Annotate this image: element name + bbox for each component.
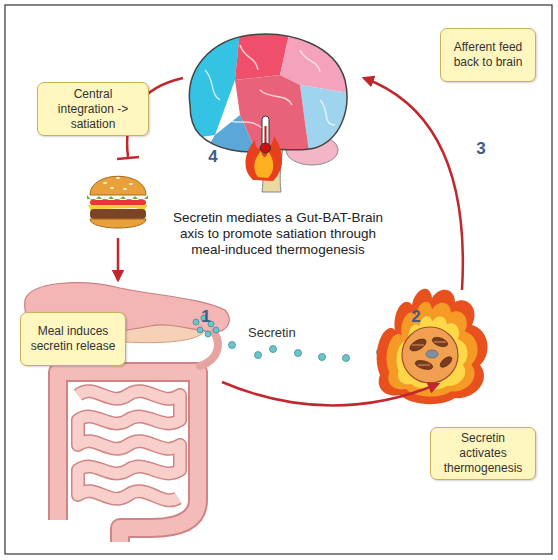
gut-illustration-part <box>200 332 218 366</box>
bat-thermogenesis-illustration-part <box>387 302 478 397</box>
secretin-molecules-part <box>343 355 350 362</box>
brain-illustration <box>180 30 360 192</box>
bat-thermogenesis-illustration-part <box>402 327 458 383</box>
callout-box: Secretin activates thermogenesis <box>430 427 536 480</box>
burger-illustration-part-part <box>110 187 114 189</box>
bat-thermogenesis-illustration-part-part <box>408 337 428 354</box>
bat-thermogenesis-illustration-part <box>408 336 454 372</box>
gut-illustration-part-part <box>205 331 211 337</box>
secretin-molecules-part <box>270 346 277 353</box>
callout-text: Central integration -> satiation <box>44 87 142 132</box>
burger-illustration-part <box>90 219 146 228</box>
gut-illustration-part-part <box>193 319 199 325</box>
bat-thermogenesis-illustration-part-part <box>414 359 433 371</box>
gut-illustration-part <box>58 372 198 542</box>
bat-thermogenesis-illustration-part <box>397 316 468 390</box>
secretin-molecules-part <box>319 354 326 361</box>
callout-text: Meal induces secretin release <box>27 324 119 354</box>
gut-illustration-part-part <box>197 327 203 333</box>
hormone-label: Secretin <box>248 325 328 340</box>
brain-illustration-part-part-part <box>260 90 292 105</box>
bat-thermogenesis-illustration-part-part <box>431 336 449 349</box>
burger-illustration-part <box>90 200 146 205</box>
secretin-molecules-part <box>255 352 262 359</box>
brain-illustration-part <box>254 151 273 178</box>
secretin-molecules-part <box>229 342 236 349</box>
bat-thermogenesis-illustration-part-part <box>434 342 446 343</box>
gut-illustration-part <box>78 391 180 500</box>
gut-illustration-part-part <box>213 327 219 333</box>
callout-number: 1 <box>196 307 216 327</box>
callout-box: Afferent feed back to brain <box>440 28 536 82</box>
brain-illustration-part <box>180 30 360 160</box>
bat-thermogenesis-illustration-part <box>426 350 438 358</box>
callout-number: 3 <box>471 139 491 159</box>
burger-illustration-part <box>103 177 133 190</box>
gut-illustration-part <box>58 372 198 542</box>
brain-illustration-part-part-part <box>320 100 335 125</box>
secretin-molecules-part <box>295 350 302 357</box>
brain-illustration-part-part-part <box>205 70 220 100</box>
callout-number: 2 <box>406 307 426 327</box>
brain-illustration-part-part-part <box>225 120 262 128</box>
cycle-arrows-part <box>117 238 120 280</box>
callout-box: Central integration -> satiation <box>37 82 149 136</box>
burger-illustration-part <box>90 176 146 195</box>
bat-thermogenesis-illustration-part <box>412 342 446 365</box>
burger-illustration-part-part <box>123 188 127 190</box>
cycle-arrows-part <box>364 78 463 290</box>
brain-illustration-part <box>189 34 347 152</box>
cycle-arrows-part <box>222 382 438 406</box>
callout-text: Secretin activates thermogenesis <box>437 431 529 476</box>
gut-illustration-part <box>78 391 180 500</box>
bat-thermogenesis-illustration-part-part <box>418 365 430 366</box>
callout-box: Meal induces secretin release <box>20 312 126 366</box>
burger-illustration-part <box>90 209 146 219</box>
burger-illustration-part-part <box>103 182 107 184</box>
brain-illustration-part-part-part <box>240 45 258 70</box>
callout-number: 4 <box>203 147 223 167</box>
bat-thermogenesis-illustration-part-part <box>438 355 453 369</box>
brain-illustration-part <box>261 143 271 153</box>
callout-text: Afferent feed back to brain <box>447 40 529 70</box>
burger-illustration-part-part <box>129 183 133 185</box>
burger-illustration <box>87 176 148 228</box>
central-statement: Secretin mediates a Gut-BAT-Brain axis t… <box>172 210 384 259</box>
burger-illustration-part-part <box>116 177 120 179</box>
brain-illustration-part-part <box>205 45 335 128</box>
cycle-arrows-part <box>117 157 139 159</box>
cycle-arrows <box>117 78 463 406</box>
brain-illustration-part-part-part <box>300 50 320 72</box>
frame <box>5 5 552 554</box>
brain-illustration-part <box>262 116 269 146</box>
bat-thermogenesis-illustration-part-part <box>412 345 424 346</box>
